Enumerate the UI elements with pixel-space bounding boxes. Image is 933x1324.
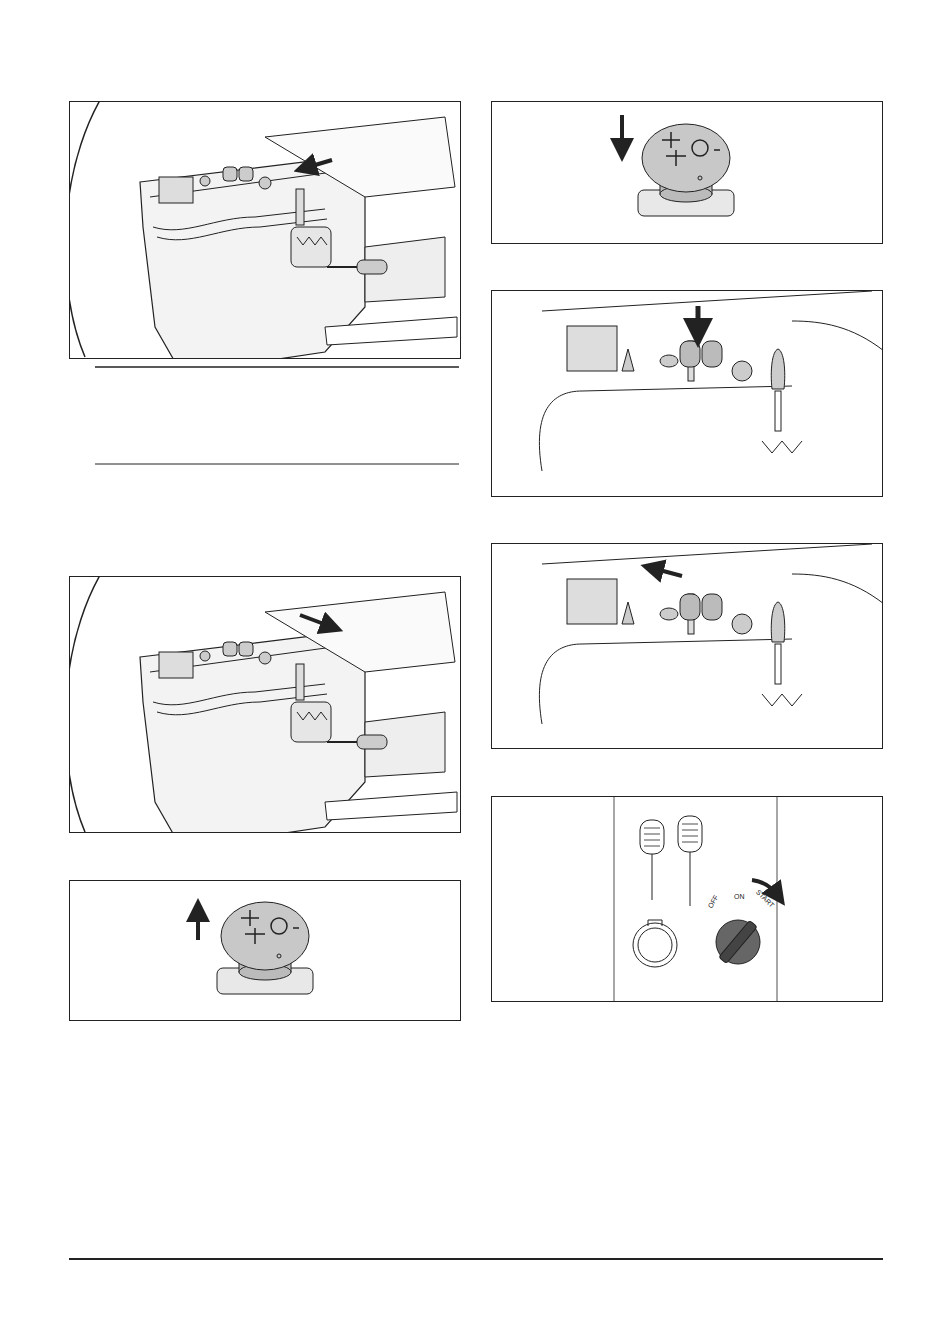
switch-position-label: ON [734,893,745,900]
switch-position-label: OFF [706,894,719,910]
